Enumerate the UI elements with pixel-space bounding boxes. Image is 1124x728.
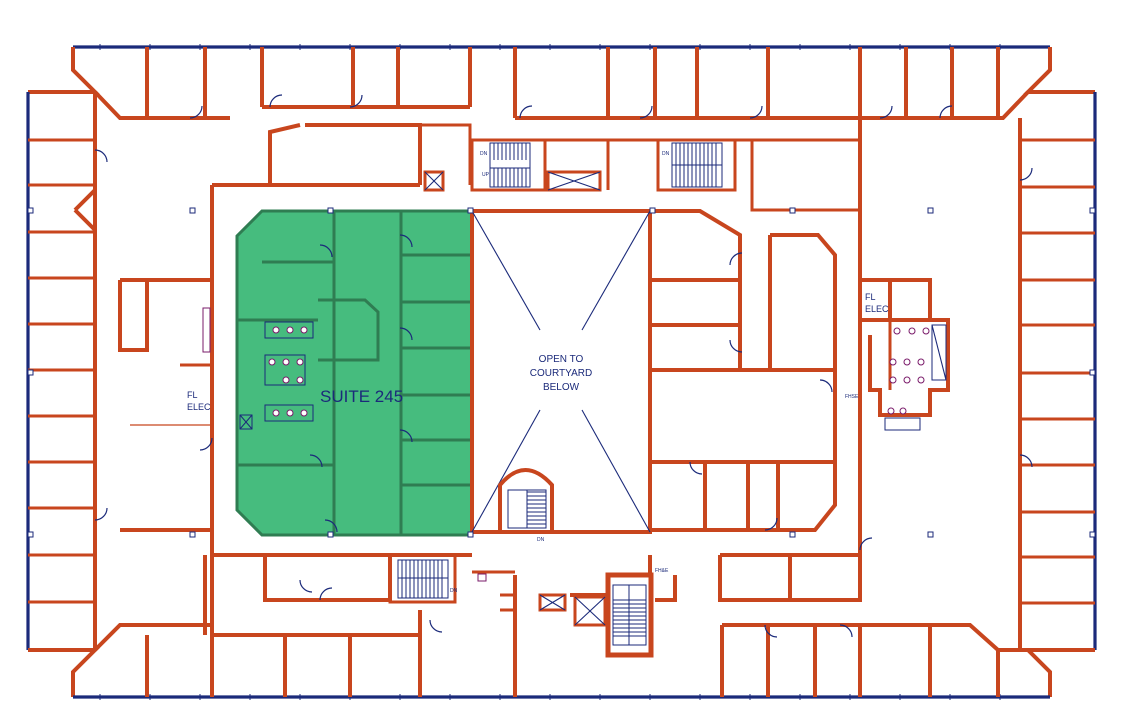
top-offices (93, 47, 1030, 120)
courtyard-label-1: OPEN TO (539, 354, 584, 365)
suite-label: SUITE 245 (320, 387, 403, 406)
stair-dn-courtyard: DN (537, 537, 545, 543)
right-inner-rooms: FL ELEC FHSE (650, 209, 950, 532)
fl-elec-left-label-2: ELEC (187, 402, 211, 412)
fl-elec-left-label: FL (187, 390, 198, 400)
bottom-offices (93, 555, 1028, 697)
stair-bottom-left: DN (388, 553, 458, 604)
stair-dn-top: DN (480, 151, 488, 157)
fl-elec-right-label-2: ELEC (865, 304, 889, 314)
fhse-right-label: FHSE (845, 394, 859, 400)
courtyard: OPEN TO COURTYARD BELOW DN (470, 209, 652, 543)
suite-restroom-fixtures (239, 321, 314, 430)
left-offices (28, 92, 97, 650)
stair-bottom-center: FH&E (538, 555, 677, 658)
left-inner-rooms: FL ELEC (118, 278, 214, 532)
fl-elec-right-label: FL (865, 292, 876, 302)
stair-dn-top-2: DN (662, 151, 670, 157)
suite-245[interactable]: SUITE 245 (235, 209, 474, 537)
right-offices (1018, 118, 1095, 650)
courtyard-label-2: COURTYARD (530, 368, 592, 379)
right-restroom-fixtures (887, 327, 930, 415)
stair-up-top: UP (482, 172, 490, 178)
bottom-small-rooms (472, 570, 517, 612)
structural-columns (27, 207, 1096, 538)
courtyard-label-3: BELOW (543, 382, 580, 393)
stair-top-right: DN (656, 138, 737, 192)
stair-top-left: DN UP (470, 138, 547, 192)
fhse-bottom-label: FH&E (655, 568, 669, 574)
door-swings (94, 94, 1033, 638)
stair-dn-bottom: DN (450, 588, 458, 594)
